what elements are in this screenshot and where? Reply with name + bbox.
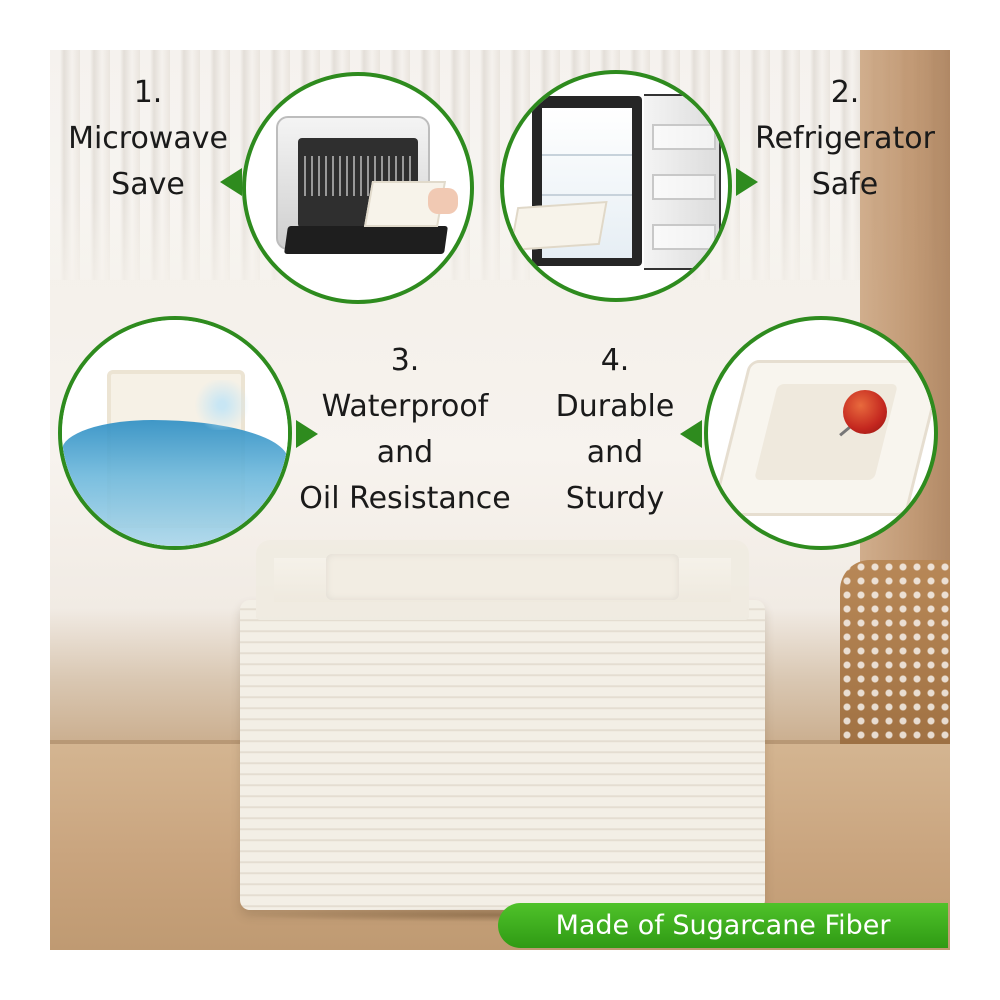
plate-stack	[240, 540, 765, 940]
feature-4-line2: and	[586, 435, 644, 470]
feature-3-line3: Oil Resistance	[299, 481, 511, 516]
feature-4-line3: Sturdy	[565, 481, 665, 516]
feature-1-number: 1.	[133, 75, 163, 110]
feature-3-number: 3.	[390, 343, 420, 378]
feature-2-line1: Refrigerator	[755, 121, 935, 156]
feature-3-circle	[58, 316, 292, 550]
material-badge: Made of Sugarcane Fiber	[498, 903, 948, 948]
feature-3-line2: and	[376, 435, 434, 470]
stacked-plates	[240, 600, 765, 910]
feature-4-line1: Durable	[555, 389, 675, 424]
feature-2-number: 2.	[830, 75, 860, 110]
top-plate	[256, 540, 749, 620]
feature-3-pointer	[296, 420, 318, 448]
feature-2-circle	[500, 70, 732, 302]
feature-4-number: 4.	[600, 343, 630, 378]
feature-3-line1: Waterproof	[321, 389, 489, 424]
feature-2-line2: Safe	[811, 167, 879, 202]
feature-1-line1: Microwave	[68, 121, 228, 156]
feature-4-circle	[704, 316, 938, 550]
curtain-fade	[50, 200, 950, 320]
feature-4-pointer	[680, 420, 702, 448]
feature-1-pointer	[220, 168, 242, 196]
feature-4-caption: 4. Durable and Sturdy	[540, 338, 690, 522]
feature-2-caption: 2. Refrigerator Safe	[745, 70, 945, 208]
feature-3-caption: 3. Waterproof and Oil Resistance	[285, 338, 525, 522]
feature-2-pointer	[736, 168, 758, 196]
feature-1-caption: 1. Microwave Save	[58, 70, 238, 208]
feature-1-line2: Save	[111, 167, 185, 202]
feature-1-circle	[242, 72, 474, 304]
